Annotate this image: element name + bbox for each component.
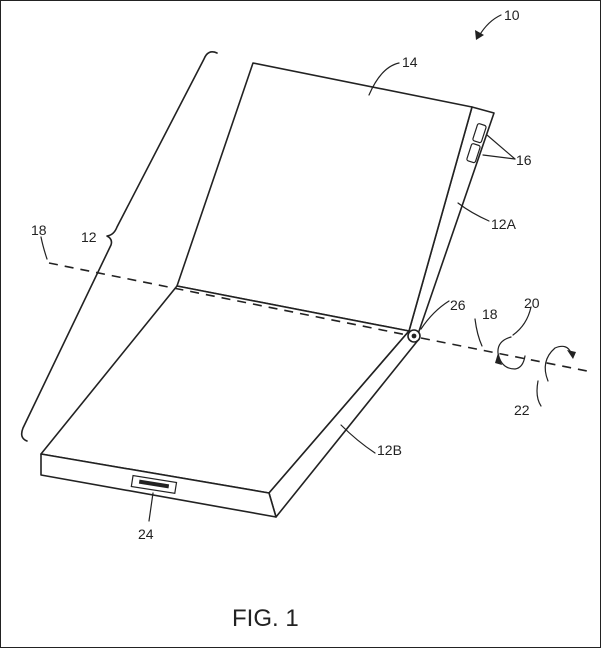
label-16: 16: [516, 152, 532, 168]
label-26: 26: [450, 297, 466, 313]
leader-lines: [40, 62, 516, 522]
port-connector: [130, 474, 178, 495]
label-22: 22: [514, 402, 530, 418]
label-12A: 12A: [491, 216, 517, 232]
bracket-12: [20, 51, 218, 442]
rotation-arrow-22: [536, 345, 576, 407]
label-18-right: 18: [482, 306, 498, 322]
hinge-circle: [407, 329, 421, 343]
label-18-left: 18: [31, 222, 47, 238]
label-10: 10: [504, 7, 520, 23]
arrow-10: [475, 14, 502, 40]
label-12B: 12B: [377, 442, 402, 458]
label-12: 12: [81, 229, 97, 245]
hinge-axis-line: [48, 262, 588, 372]
figure-caption: FIG. 1: [232, 605, 299, 632]
rotation-arrow-20: [495, 306, 532, 370]
label-14: 14: [402, 54, 418, 70]
label-24: 24: [138, 526, 154, 542]
label-20: 20: [524, 295, 540, 311]
side-buttons: [466, 123, 487, 164]
